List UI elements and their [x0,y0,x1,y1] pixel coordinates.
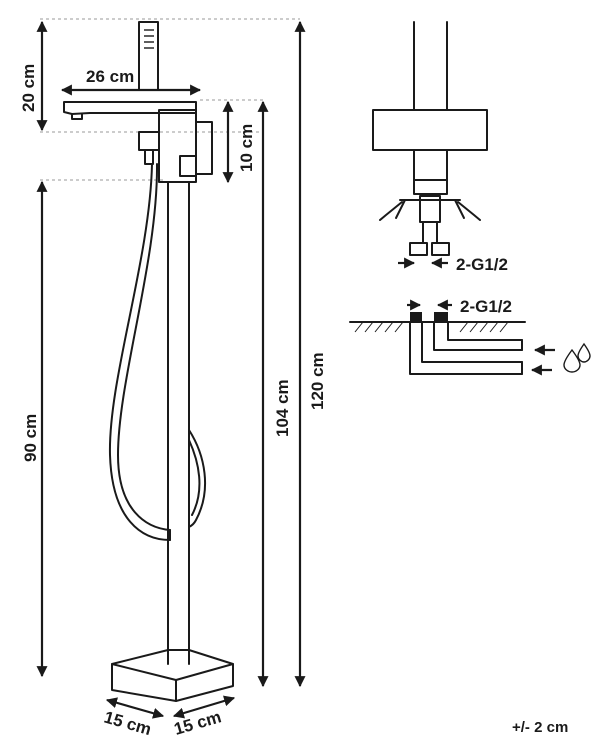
label-connection-top: 2-G1/2 [456,255,508,274]
label-total: 120 cm [308,352,327,410]
water-drops-icon [563,342,591,373]
dim-base-depth [105,697,165,719]
label-connection-bottom: 2-G1/2 [460,297,512,316]
hose [108,163,171,541]
extension-lines [40,18,300,181]
faucet-drawing [63,21,234,702]
label-base-depth: 15 cm [102,708,154,740]
tolerance-note: +/- 2 cm [512,719,568,736]
label-pillar: 90 cm [21,414,40,462]
connection-detail [372,21,488,269]
spout [63,101,197,115]
label-mixer: 10 cm [237,124,256,172]
base [111,649,234,702]
floor-pipe-detail [349,299,555,376]
handshower-head [138,21,159,91]
dimension-arrows [36,20,306,719]
label-base-width: 15 cm [172,707,224,739]
mixer-body [158,109,197,183]
label-width-top: 26 cm [86,67,134,86]
dim-base-width [172,695,236,719]
label-handshower: 20 cm [19,64,38,112]
label-to-spout: 104 cm [273,379,292,437]
